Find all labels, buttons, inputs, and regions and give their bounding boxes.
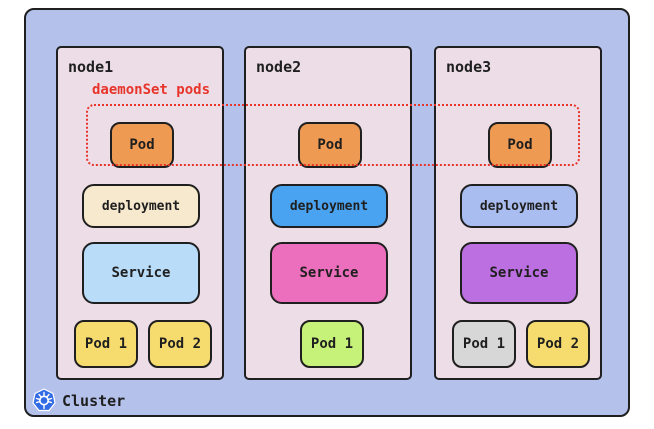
service-box: Service [82, 242, 200, 304]
pod-box: Pod 1 [452, 320, 516, 368]
daemonset-outline [86, 104, 580, 166]
kubernetes-icon [32, 388, 56, 412]
service-box: Service [460, 242, 578, 304]
pod-box: Pod 1 [300, 320, 364, 368]
service-box: Service [270, 242, 388, 304]
pod-box: Pod 1 [74, 320, 138, 368]
daemonset-pod: Pod [298, 122, 362, 168]
pod-box: Pod 2 [526, 320, 590, 368]
node-1: node1 Pod deployment Service Pod 1 Pod 2 [56, 46, 224, 380]
daemonset-pod: Pod [110, 122, 174, 168]
node-title: node1 [68, 58, 114, 76]
deployment-box: deployment [270, 184, 388, 228]
node-title: node2 [256, 58, 302, 76]
deployment-box: deployment [82, 184, 200, 228]
pod-box: Pod 2 [148, 320, 212, 368]
daemonset-label: daemonSet pods [92, 82, 211, 98]
node-3: node3 Pod deployment Service Pod 1 Pod 2 [434, 46, 602, 380]
node-2: node2 Pod deployment Service Pod 1 [244, 46, 412, 380]
daemonset-pod: Pod [488, 122, 552, 168]
cluster-label: Cluster [62, 392, 126, 410]
deployment-box: deployment [460, 184, 578, 228]
cluster-container: node1 Pod deployment Service Pod 1 Pod 2… [24, 8, 630, 417]
node-title: node3 [446, 58, 492, 76]
